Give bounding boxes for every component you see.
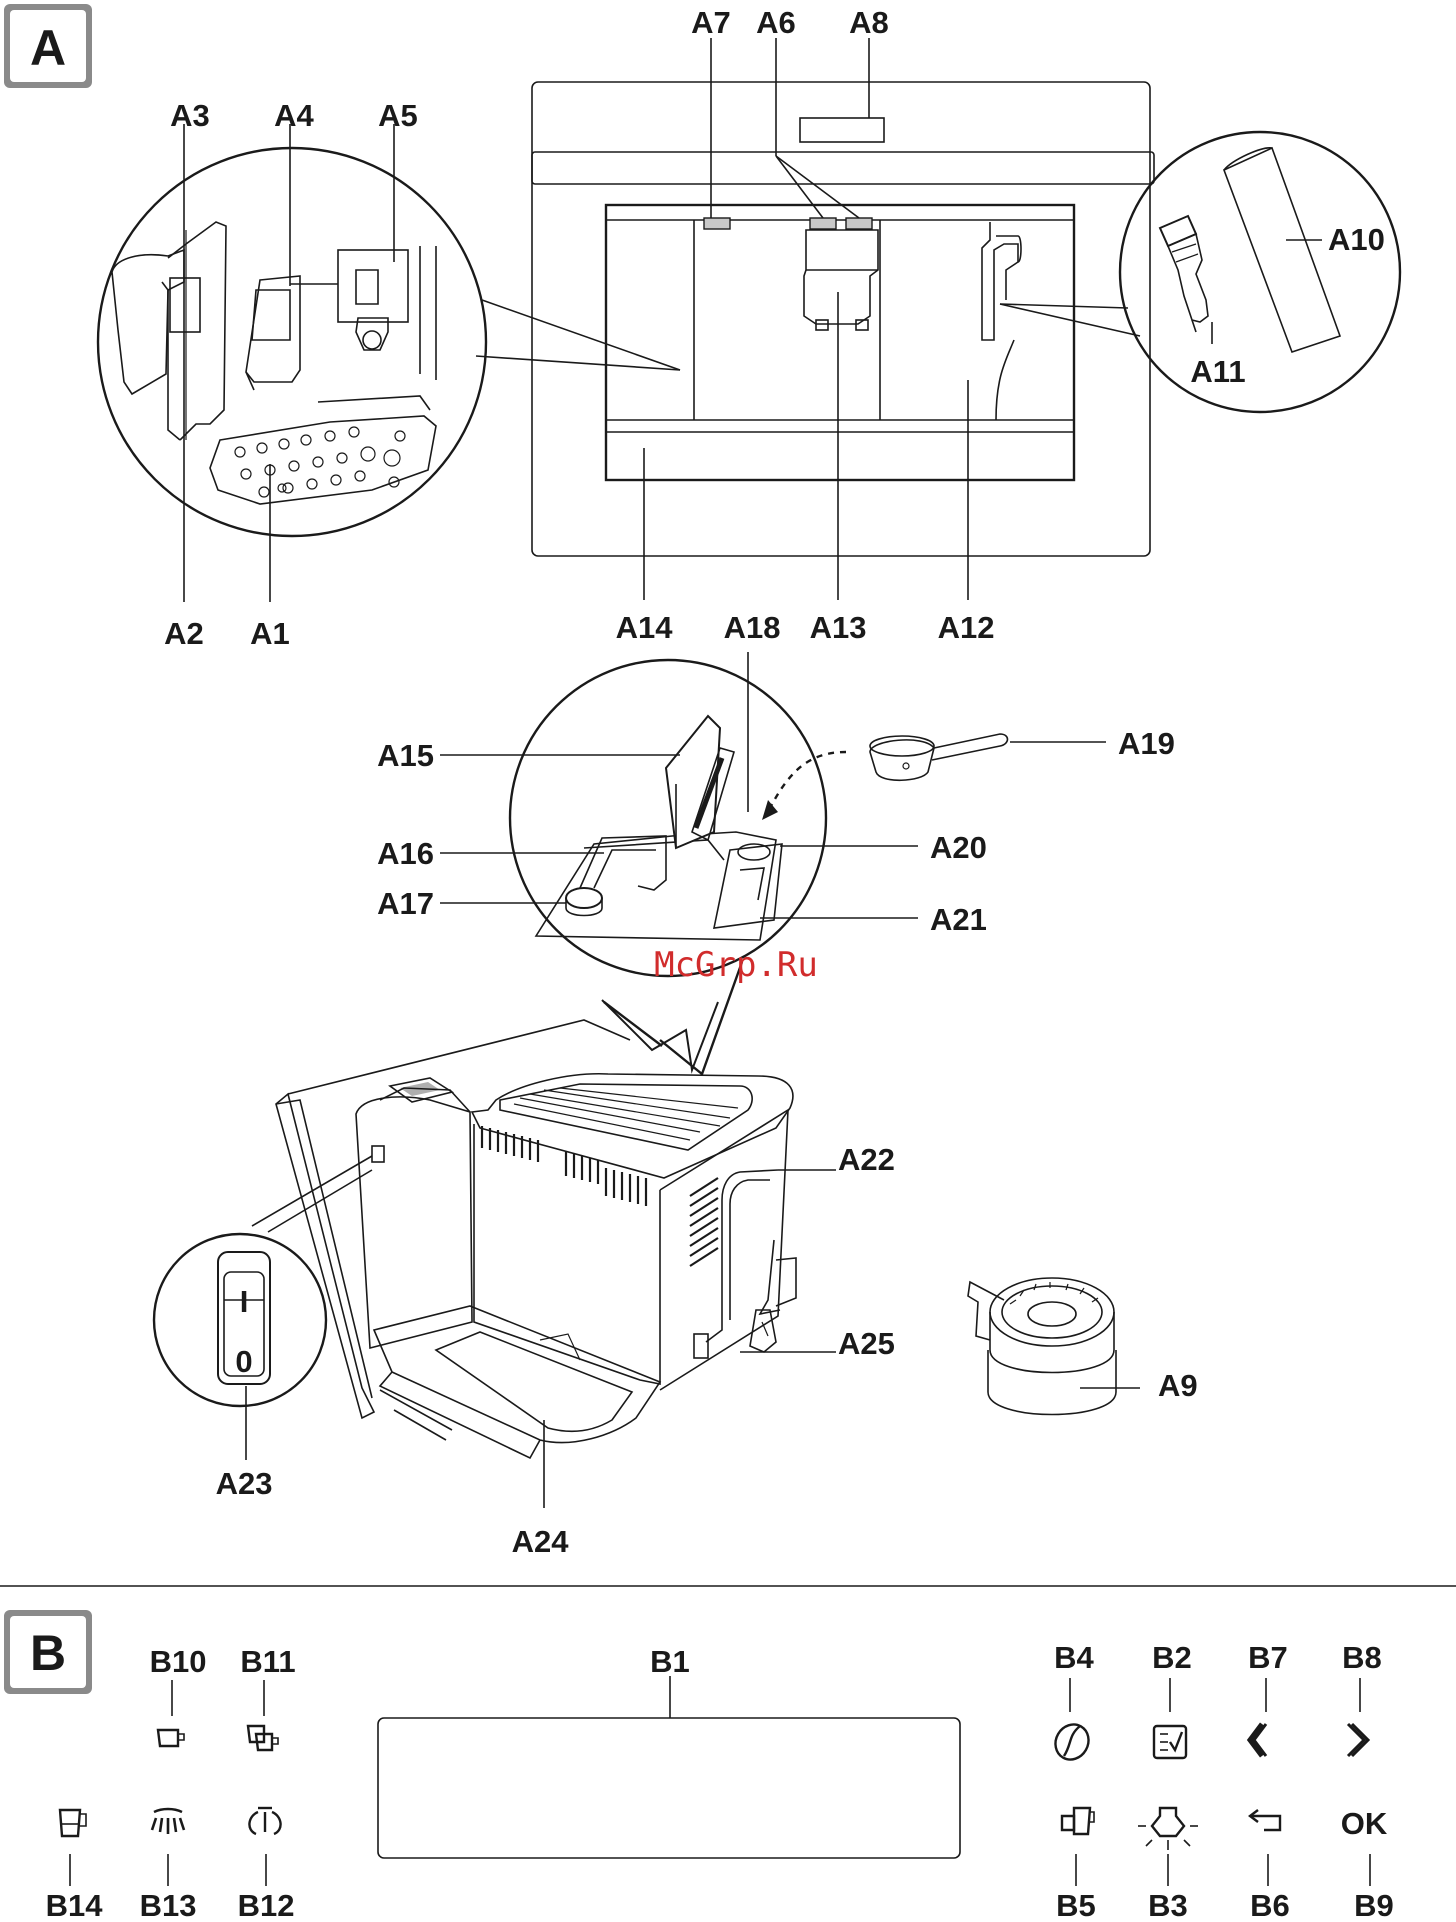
label-b6: B6 [1250,1888,1290,1922]
label-a17: A17 [377,886,434,921]
watermark: McGrp.Ru [654,945,818,985]
ok-icon: OK [1341,1806,1388,1841]
coffee-bean-icon [1049,1718,1095,1765]
label-a16: A16 [377,836,434,871]
checklist-icon [1154,1726,1186,1758]
bean-magnifier-leaders [440,652,1106,918]
label-b4: B4 [1054,1640,1094,1675]
label-a22: A22 [838,1142,895,1177]
steam-icon [152,1809,184,1834]
label-b2: B2 [1152,1640,1192,1675]
milk-jug-a9 [968,1278,1116,1415]
label-a14: A14 [616,610,674,645]
light-icon [1138,1808,1198,1850]
switch-on-label: I [240,1284,249,1319]
label-a15: A15 [377,738,434,773]
label-b10: B10 [150,1644,207,1679]
label-a10: A10 [1328,222,1385,257]
section-b-badge: B [4,1610,92,1694]
machine-front-view [532,82,1154,556]
label-a19: A19 [1118,726,1175,761]
label-a23: A23 [216,1466,273,1501]
label-a18: A18 [724,610,781,645]
section-a-letter: A [30,20,66,76]
label-a24: A24 [512,1524,570,1559]
label-b9: B9 [1354,1888,1394,1922]
chevron-left-icon [1250,1724,1262,1756]
milk-jug-cup-icon [1062,1808,1094,1834]
label-a7: A7 [691,5,731,40]
label-a13: A13 [810,610,867,645]
magnifier-left-leaders [184,124,394,602]
jug-icon [60,1810,86,1836]
label-a3: A3 [170,98,210,133]
label-a8: A8 [849,5,889,40]
label-a4: A4 [274,98,314,133]
control-icons [60,1718,1368,1850]
label-a20: A20 [930,830,987,865]
label-b7: B7 [1248,1640,1288,1675]
label-b11: B11 [240,1644,295,1679]
hot-water-icon [249,1808,280,1834]
display-slot-a8 [800,118,884,142]
section-b-letter: B [30,1625,66,1681]
magnifier-milk-nozzle [1120,132,1400,412]
power-switch-magnifier: I 0 [154,1234,326,1406]
label-a21: A21 [930,902,987,937]
label-b3: B3 [1148,1888,1188,1922]
single-cup-icon [158,1730,184,1746]
back-arrow-icon [1250,1810,1280,1830]
label-b8: B8 [1342,1640,1382,1675]
magnifier-bean-container [460,659,872,1074]
label-a5: A5 [378,98,418,133]
label-b5: B5 [1056,1888,1096,1922]
label-b1: B1 [650,1644,690,1679]
measuring-spoon-a19 [870,734,1008,780]
label-a1: A1 [250,616,290,651]
label-a2: A2 [164,616,204,651]
section-a-labels: A7 A6 A8 A3 A4 A5 A10 A11 A2 A1 A14 A18 … [164,5,1385,1559]
magnifier-right-leaders [1212,240,1322,344]
label-a9: A9 [1158,1368,1198,1403]
label-b12: B12 [238,1888,295,1922]
label-a6: A6 [756,5,796,40]
display-panel-b1 [378,1718,960,1858]
label-a11: A11 [1190,354,1245,389]
section-b-labels: B10 B11 B1 B4 B2 B7 B8 B14 B13 B12 B5 B3… [46,1640,1394,1922]
section-a-badge: A [4,4,92,88]
label-a12: A12 [938,610,995,645]
label-b13: B13 [140,1888,197,1922]
machine-iso-view [276,1020,796,1458]
label-a25: A25 [838,1326,895,1361]
label-b14: B14 [46,1888,104,1922]
machine-iso-leaders [246,1156,836,1508]
switch-off-label: 0 [235,1344,252,1379]
double-cup-icon [248,1726,278,1750]
magnifier-brew-unit [98,148,486,536]
control-leaders [70,1678,1370,1886]
